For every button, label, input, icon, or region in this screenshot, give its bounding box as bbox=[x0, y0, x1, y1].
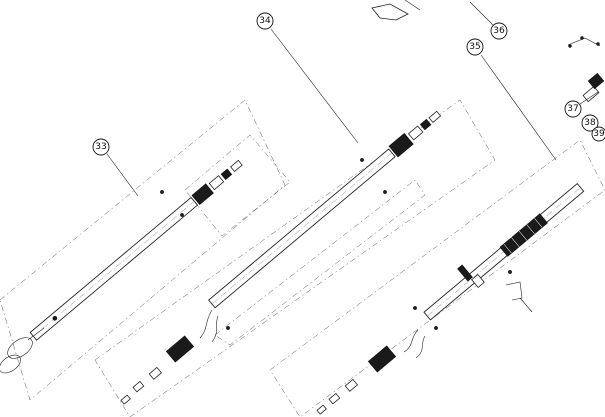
callout-37-label: 37 bbox=[567, 104, 578, 114]
callout-36: 36 bbox=[490, 22, 508, 40]
callout-39-label: 39 bbox=[593, 129, 605, 139]
callout-39: 39 bbox=[591, 126, 605, 142]
assembly-34 bbox=[94, 99, 496, 417]
callout-36-label: 36 bbox=[493, 26, 505, 36]
callout-37: 37 bbox=[564, 100, 582, 118]
assembly-35 bbox=[269, 139, 605, 417]
callout-35: 35 bbox=[466, 38, 484, 56]
callout-34: 34 bbox=[256, 12, 274, 30]
callout-38: 38 bbox=[581, 114, 599, 132]
callout-34-label: 34 bbox=[259, 16, 271, 26]
partial-parts-top-right bbox=[371, 0, 605, 103]
leader-lines bbox=[106, 1, 599, 197]
callout-35-label: 35 bbox=[469, 42, 480, 52]
callout-33-label: 33 bbox=[95, 142, 106, 152]
callout-38-label: 38 bbox=[584, 118, 596, 128]
assembly-33 bbox=[0, 99, 291, 401]
callout-33: 33 bbox=[92, 138, 110, 156]
